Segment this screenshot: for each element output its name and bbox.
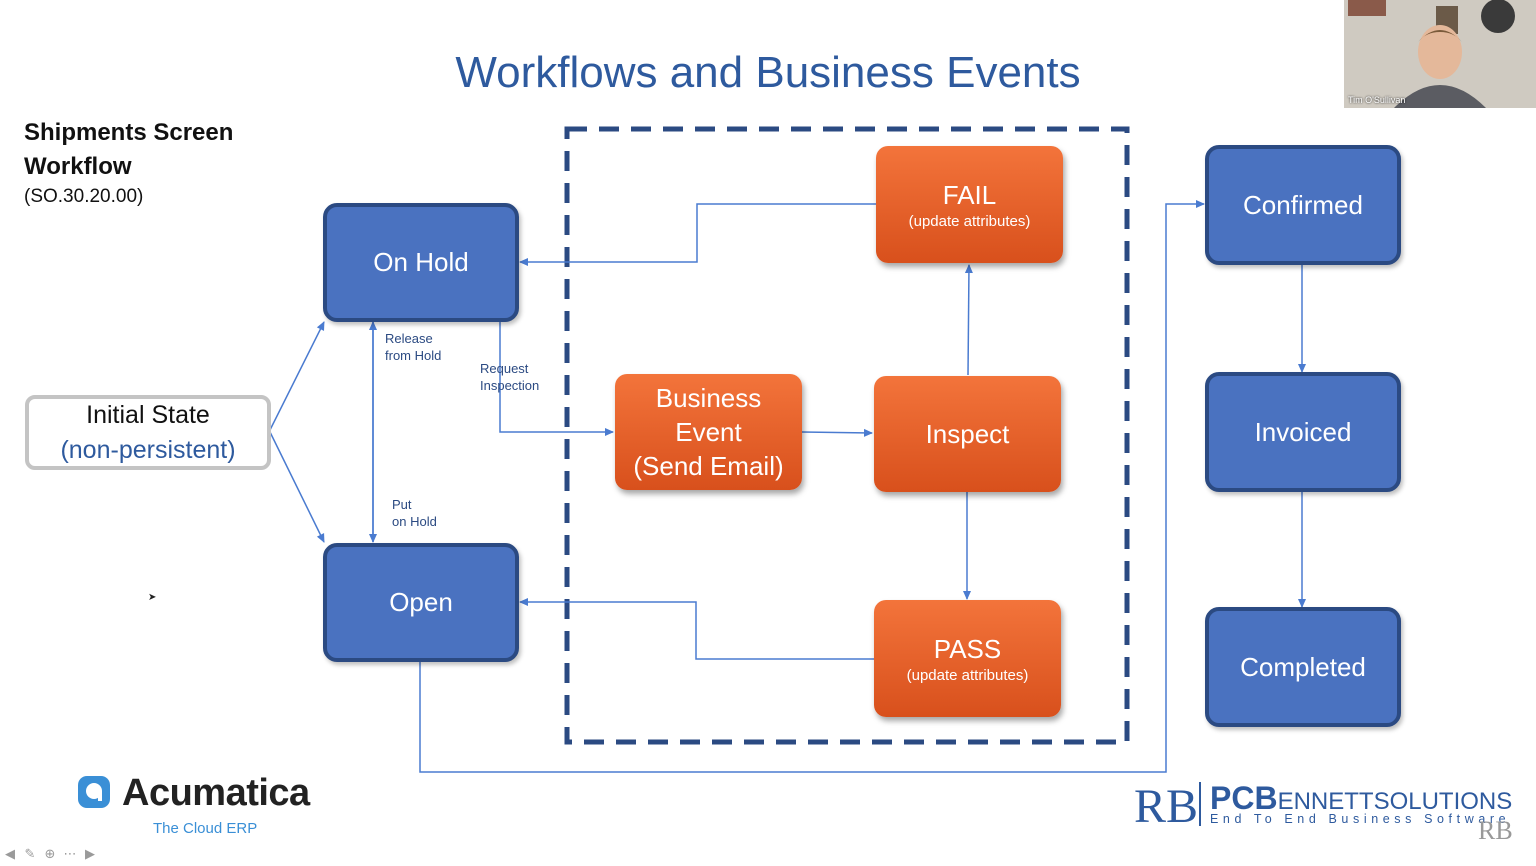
screen-code: (SO.30.20.00): [24, 186, 144, 207]
acumatica-logo-icon: [78, 776, 110, 808]
node-open: Open: [323, 543, 519, 662]
edge-open-to-confirmed: [419, 200, 1205, 773]
edge-inspect-to-fail: [964, 264, 973, 376]
business-event-line3: (Send Email): [633, 451, 784, 481]
pass-sublabel: (update attributes): [906, 666, 1029, 684]
completed-label: Completed: [1240, 651, 1366, 682]
presenter-image: [1344, 0, 1536, 108]
confirmed-label: Confirmed: [1243, 189, 1363, 220]
label-put-on-hold: Put on Hold: [392, 496, 437, 530]
business-event-line1: Business: [655, 383, 762, 413]
release-line1: Release: [385, 331, 433, 346]
more-icon[interactable]: ⋯: [63, 846, 77, 861]
edge-initial-to-onhold: [269, 321, 325, 431]
edge-onhold-to-business-event: [499, 320, 614, 436]
node-business-event: Business Event (Send Email): [615, 374, 802, 490]
side-title: Shipments Screen Workflow: [24, 116, 233, 184]
edge-pass-to-open: [519, 598, 874, 660]
put-line1: Put: [392, 497, 412, 512]
next-arrow-icon[interactable]: ▶: [85, 846, 95, 861]
initial-state-label: Initial State: [86, 400, 210, 429]
pcbennett-logo-icon: RB: [1134, 780, 1201, 828]
inspect-label: Inspect: [925, 418, 1010, 449]
business-event-boundary: [564, 126, 1130, 745]
pcbennett-pc: PC: [1210, 780, 1255, 816]
pen-icon[interactable]: ✎: [24, 846, 36, 861]
node-confirmed: Confirmed: [1205, 145, 1401, 265]
request-line1: Request: [480, 361, 529, 376]
acumatica-tagline: The Cloud ERP: [153, 820, 258, 837]
label-request-inspection: Request Inspection: [480, 360, 539, 394]
acumatica-name: Acumatica: [122, 772, 310, 814]
mouse-cursor-icon: ➤: [148, 592, 157, 603]
initial-state-note: (non-persistent): [60, 435, 236, 464]
edge-fail-to-onhold: [519, 203, 876, 266]
pcbennett-b: B: [1254, 780, 1278, 816]
fail-label: FAIL: [942, 179, 997, 210]
put-line2: on Hold: [392, 514, 437, 529]
business-event-line2: Event: [675, 417, 742, 447]
pcbennett-corner-mark: RB: [1478, 816, 1513, 845]
pcbennett-solutions: SOLUTIONS: [1373, 788, 1513, 815]
open-label: Open: [389, 587, 453, 617]
slide-title: Workflows and Business Events: [455, 48, 1081, 97]
fail-sublabel: (update attributes): [908, 212, 1031, 230]
side-title-line1: Shipments Screen: [24, 119, 234, 146]
label-release-from-hold: Release from Hold: [385, 330, 441, 364]
node-inspect: Inspect: [874, 376, 1061, 492]
invoiced-label: Invoiced: [1254, 416, 1352, 447]
prev-arrow-icon[interactable]: ◀: [5, 846, 15, 861]
pcbennett-mark: RB: [1134, 780, 1198, 828]
node-completed: Completed: [1205, 607, 1401, 727]
on-hold-label: On Hold: [373, 247, 469, 277]
node-on-hold: On Hold: [323, 203, 519, 322]
pass-label: PASS: [933, 633, 1002, 664]
presenter-name: Tim O'Sullivan: [1348, 95, 1406, 105]
presentation-toolbar: ◀ ✎ ⊕ ⋯ ▶: [2, 846, 98, 862]
pcbennett-tagline: End To End Business Software: [1210, 812, 1511, 826]
node-invoiced: Invoiced: [1205, 372, 1401, 492]
node-pass: PASS (update attributes): [874, 600, 1061, 717]
pcbennett-name: PCBENNETTSOLUTIONS: [1210, 780, 1512, 817]
presenter-video[interactable]: Tim O'Sullivan: [1344, 0, 1536, 108]
node-initial-state: Initial State (non-persistent): [25, 395, 271, 470]
node-fail: FAIL (update attributes): [876, 146, 1063, 263]
zoom-icon[interactable]: ⊕: [44, 846, 56, 861]
side-title-line2: Workflow: [24, 153, 132, 180]
request-line2: Inspection: [480, 378, 540, 393]
edge-initial-to-open: [269, 431, 325, 543]
pcbennett-ennett: ENNETT: [1277, 788, 1374, 815]
edge-business-event-to-inspect: [801, 428, 873, 437]
release-line2: from Hold: [385, 348, 442, 363]
